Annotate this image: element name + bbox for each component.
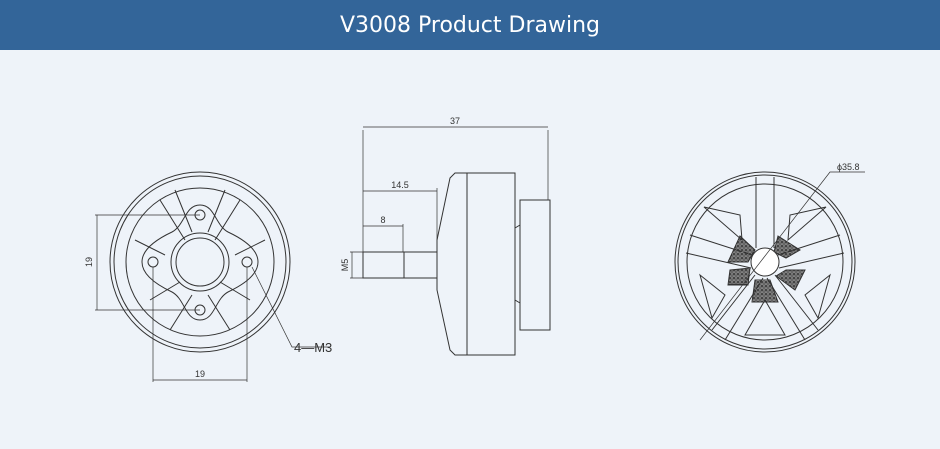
- mounting-cross: [141, 204, 259, 321]
- dim-horizontal-19: 19: [195, 369, 205, 379]
- dim-total-length: 37: [450, 116, 460, 126]
- dim-shaft-length: 14.5: [391, 180, 409, 190]
- dim-vertical-19: 19: [84, 257, 94, 267]
- mount-hole: [241, 256, 253, 268]
- dim-thread: M5: [340, 259, 350, 272]
- page-title-bar: V3008 Product Drawing: [0, 0, 940, 50]
- hole-callout: 4—M3: [294, 340, 332, 355]
- top-view: [674, 171, 865, 353]
- side-view: [350, 126, 551, 356]
- mount-hole: [147, 256, 159, 268]
- bell: [436, 172, 516, 356]
- stator-spokes: [134, 189, 266, 331]
- dim-diameter: ϕ35.8: [837, 162, 860, 172]
- page-title: V3008 Product Drawing: [339, 12, 601, 38]
- shaft-thread: [362, 251, 405, 279]
- base-flange: [519, 199, 551, 331]
- front-view: [95, 171, 330, 382]
- dim-thread-length: 8: [380, 215, 385, 225]
